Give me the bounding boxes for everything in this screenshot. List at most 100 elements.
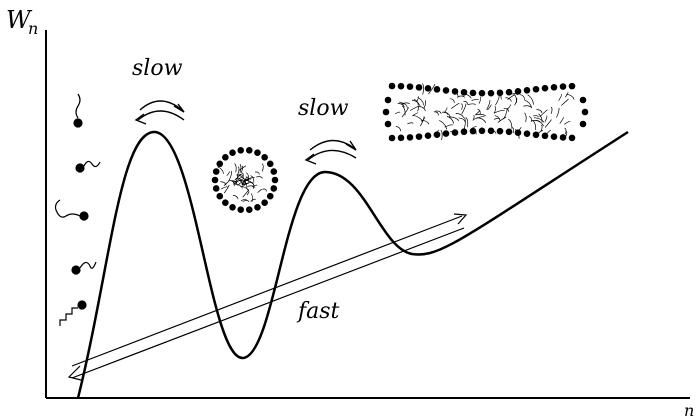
micelle-tail: [435, 110, 442, 114]
micelle-head: [254, 149, 261, 157]
micelle-tail: [449, 98, 455, 103]
micelle-tail: [446, 115, 455, 124]
micelle-head: [216, 160, 224, 168]
micelle-tail: [478, 96, 482, 104]
micelle-head: [568, 82, 576, 90]
micelle-tail: [255, 171, 260, 175]
micelle-head: [523, 130, 531, 137]
micelle-tail: [475, 114, 486, 117]
micelle-tail: [236, 174, 246, 181]
micelle-tail: [461, 103, 463, 110]
micelle-tail: [245, 177, 253, 181]
micelle-tail: [417, 97, 425, 106]
micelle-head: [487, 127, 495, 135]
micelle-head: [496, 127, 504, 135]
micelle-head: [514, 129, 522, 136]
micelle-tail: [231, 180, 235, 187]
micelle-tail: [428, 83, 436, 95]
micelle-tail: [487, 104, 492, 111]
micelle-tail: [440, 129, 443, 141]
micelle-tail: [455, 113, 465, 118]
micelle-tail: [242, 182, 253, 186]
micelle-head: [433, 131, 441, 138]
micelle-tail: [519, 94, 526, 100]
micelle-tail: [533, 115, 539, 118]
micelle-tail: [473, 116, 485, 120]
micelle-tail: [256, 176, 263, 179]
micelle-tail: [532, 120, 537, 130]
micelle-tail: [507, 94, 516, 100]
micelle-tail: [247, 185, 256, 188]
micelle-head: [406, 83, 414, 90]
micelle-tail: [417, 105, 420, 112]
micelle-tail: [566, 93, 575, 100]
y-axis-label-subscript: n: [28, 19, 38, 38]
micelle-tail: [538, 113, 543, 123]
micelle-tail: [461, 103, 467, 115]
micelle-tail: [261, 163, 264, 172]
micelle-tail: [494, 115, 501, 122]
rod-micelle: [382, 82, 589, 142]
micelle-head: [384, 120, 392, 128]
micelle-head: [254, 203, 261, 211]
micelle-tail: [533, 117, 545, 123]
micelle-head: [550, 83, 558, 91]
micelle-tail: [217, 166, 224, 174]
micelle-tail: [242, 200, 250, 202]
micelle-tail: [528, 116, 532, 123]
spherical-micelle: [211, 147, 279, 213]
micelle-head: [261, 154, 268, 161]
micelle-tail: [493, 105, 496, 114]
micelle-head: [397, 134, 405, 142]
micelle-head: [245, 147, 253, 154]
micelle-tail: [511, 93, 518, 96]
micelle-tail: [524, 99, 533, 109]
micelle-tail: [423, 100, 427, 109]
free-energy-curve: [76, 130, 629, 399]
micelle-tail: [511, 126, 514, 134]
micelle-tail: [416, 96, 419, 103]
micelle-head: [212, 185, 220, 192]
micelle-head: [211, 176, 219, 184]
micelle-tail: [535, 119, 544, 127]
micelle-tail: [237, 166, 240, 175]
micelle-head: [460, 128, 468, 136]
micelle-tail: [262, 188, 267, 192]
micelle-head: [559, 83, 567, 90]
micelle-tail: [513, 93, 517, 104]
micelle-head: [469, 89, 477, 97]
micelle-tail: [223, 181, 230, 186]
micelle-tail: [220, 181, 227, 186]
micelle-head: [541, 84, 549, 92]
micelle-head: [229, 149, 236, 157]
micelle-tail: [457, 95, 465, 98]
micelle-tail: [227, 180, 238, 184]
micelle-tail: [467, 103, 476, 106]
micelle-head: [579, 120, 587, 128]
micelle-head: [532, 85, 540, 93]
micelle-tail: [412, 114, 424, 122]
micelle-tail: [434, 111, 439, 116]
micelle-head: [266, 160, 274, 168]
micelle-tail: [244, 180, 253, 184]
slow-label-right: slow: [298, 96, 349, 121]
micelle-head: [415, 133, 423, 140]
micelle-tail: [240, 198, 247, 202]
micelle-head: [424, 85, 432, 92]
micelle-head: [579, 96, 587, 104]
micelle-tail: [238, 165, 246, 171]
micelle-tail: [221, 186, 228, 190]
slow-arrow-left: [134, 100, 185, 125]
micelle-tail: [395, 126, 401, 132]
micelle-tail: [250, 175, 255, 183]
micelle-head: [245, 206, 253, 213]
micelle-tail: [394, 111, 401, 115]
micelle-tail: [486, 99, 491, 110]
micelle-tail: [257, 188, 263, 193]
micelle-head: [451, 129, 459, 136]
micelle-tail: [401, 107, 409, 118]
micelle-tail: [495, 95, 500, 106]
micelle-tail: [463, 101, 469, 105]
